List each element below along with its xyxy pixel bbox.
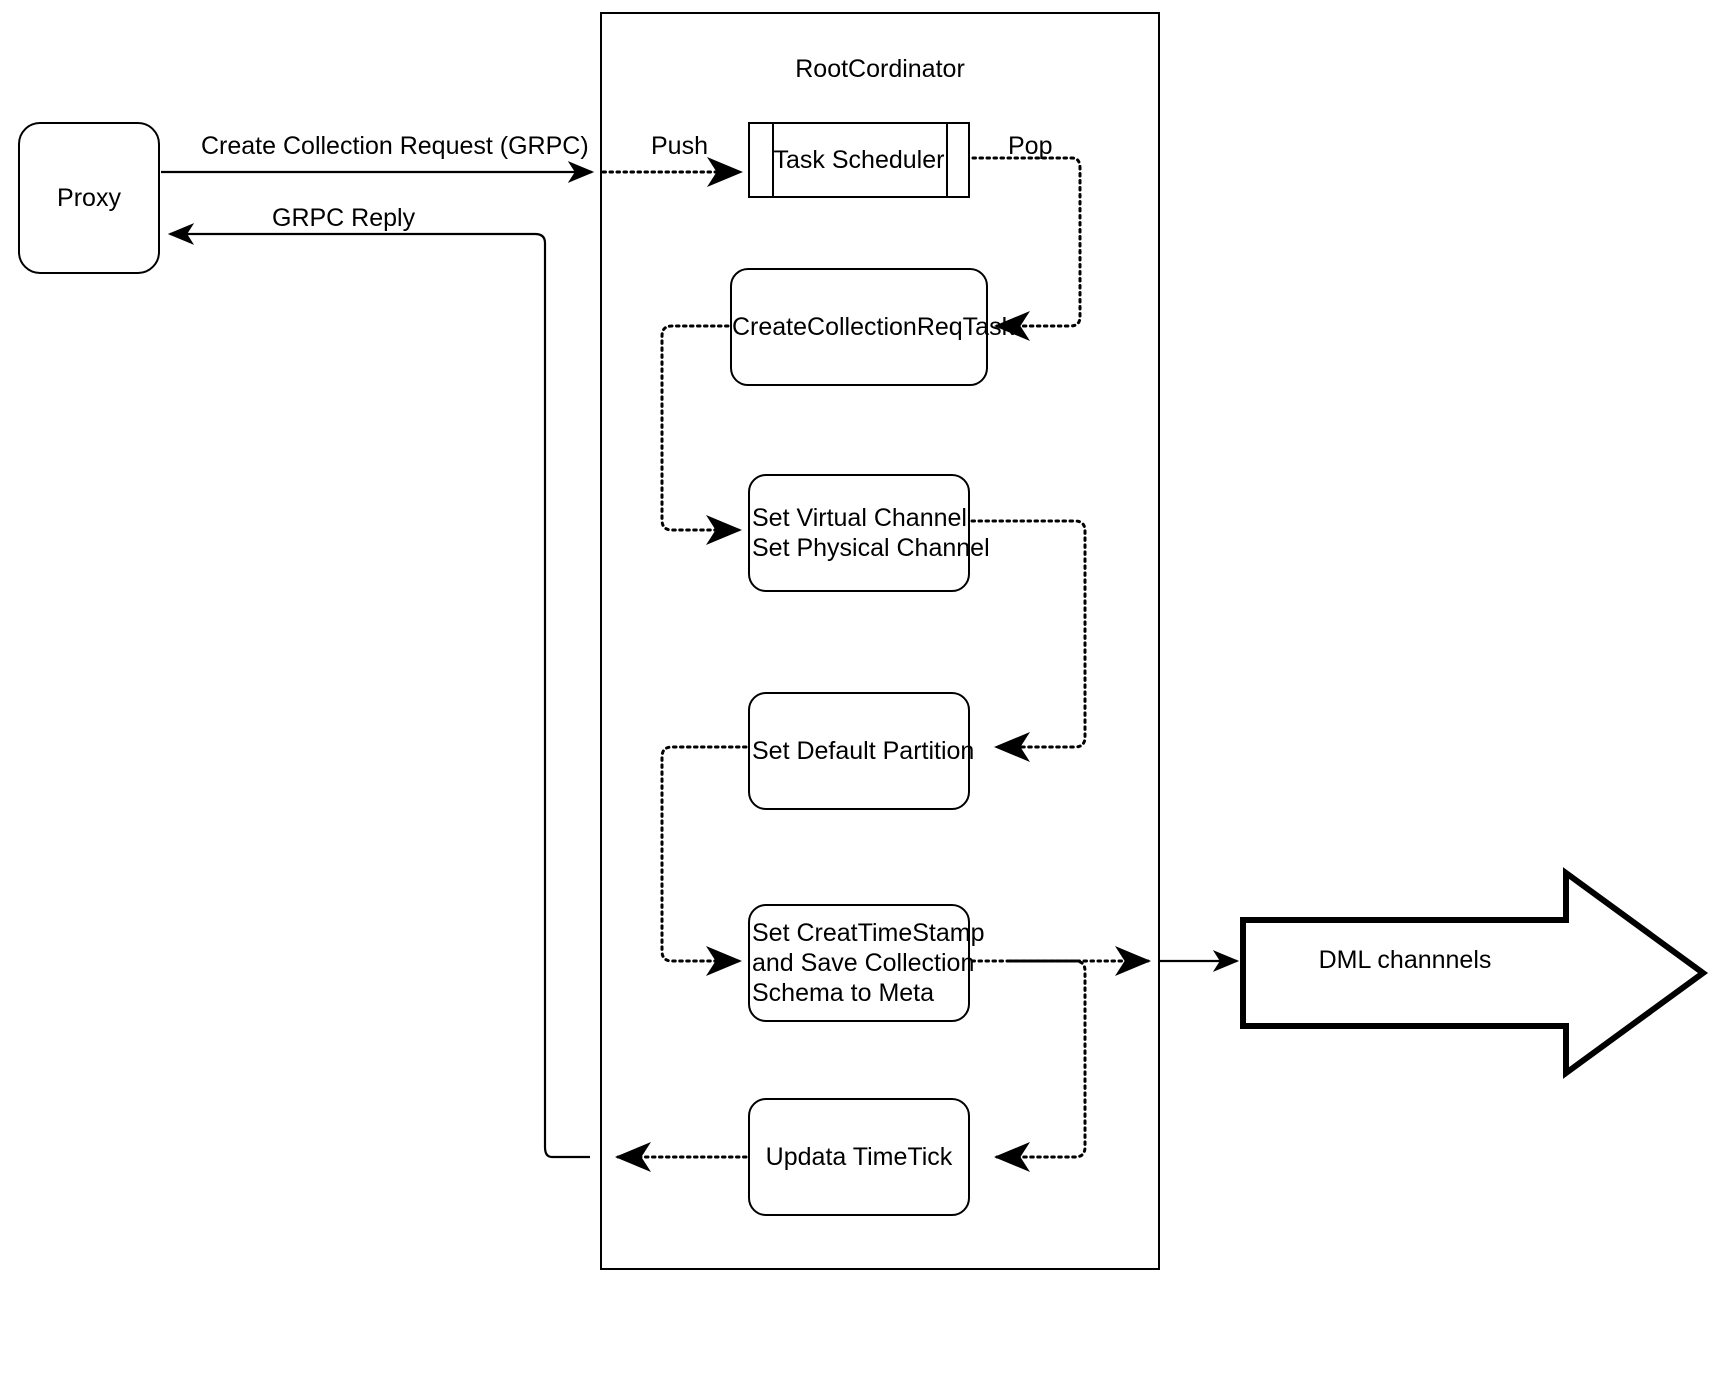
- node-task-scheduler[interactable]: Task Scheduler: [748, 122, 970, 198]
- edge-reqtask-to-channels: [660, 324, 742, 545]
- node-set-default-partition-label: Set Default Partition: [752, 737, 975, 765]
- node-create-collection-req-task-label: CreateCollectionReqTask: [732, 313, 1015, 341]
- node-create-collection-req-task[interactable]: CreateCollectionReqTask: [730, 268, 1015, 386]
- node-set-channels[interactable]: Set Virtual Channel Set Physical Channel: [748, 474, 990, 592]
- edge-label-pop: Pop: [1008, 132, 1053, 160]
- node-proxy-label: Proxy: [57, 184, 121, 212]
- edge-channels-to-default-partition: [970, 519, 1087, 762]
- node-updata-timetick-label: Updata TimeTick: [765, 1143, 953, 1171]
- edge-label-push: Push: [651, 132, 708, 160]
- rootcordinator-container: [600, 12, 1160, 1270]
- edge-timestamp-to-timetick: [994, 959, 1087, 1172]
- node-dml-channels-label: DML channnels: [1318, 946, 1492, 974]
- edge-label-grpc-reply: GRPC Reply: [272, 204, 416, 232]
- node-set-creat-timestamp-line-3: Schema to Meta: [752, 979, 935, 1007]
- node-set-creat-timestamp-line-1: Set CreatTimeStamp: [752, 919, 985, 947]
- node-updata-timetick[interactable]: Updata TimeTick: [748, 1098, 970, 1216]
- node-set-channels-line-1: Set Virtual Channel: [752, 504, 967, 532]
- node-set-channels-line-2: Set Physical Channel: [752, 534, 990, 562]
- edge-pop: [971, 156, 1082, 341]
- edge-default-partition-to-timestamp: [660, 745, 748, 976]
- edge-label-create-collection-request: Create Collection Request (GRPC): [201, 132, 589, 160]
- node-task-scheduler-label: Task Scheduler: [773, 146, 945, 174]
- node-set-default-partition[interactable]: Set Default Partition: [748, 692, 974, 810]
- dml-channels-arrow-shape: [1240, 867, 1709, 1079]
- node-set-creat-timestamp[interactable]: Set CreatTimeStamp and Save Collection S…: [748, 904, 984, 1022]
- node-set-creat-timestamp-line-2: and Save Collection: [752, 949, 975, 977]
- task-scheduler-right-divider: [946, 122, 948, 198]
- edge-grpc-reply: [167, 223, 590, 1159]
- node-set-creat-timestamp-label: Set CreatTimeStamp and Save Collection S…: [752, 918, 984, 1008]
- node-set-channels-label: Set Virtual Channel Set Physical Channel: [752, 503, 990, 563]
- node-proxy[interactable]: Proxy: [18, 122, 160, 274]
- rootcordinator-title: RootCordinator: [795, 55, 965, 83]
- task-scheduler-left-divider: [772, 122, 774, 198]
